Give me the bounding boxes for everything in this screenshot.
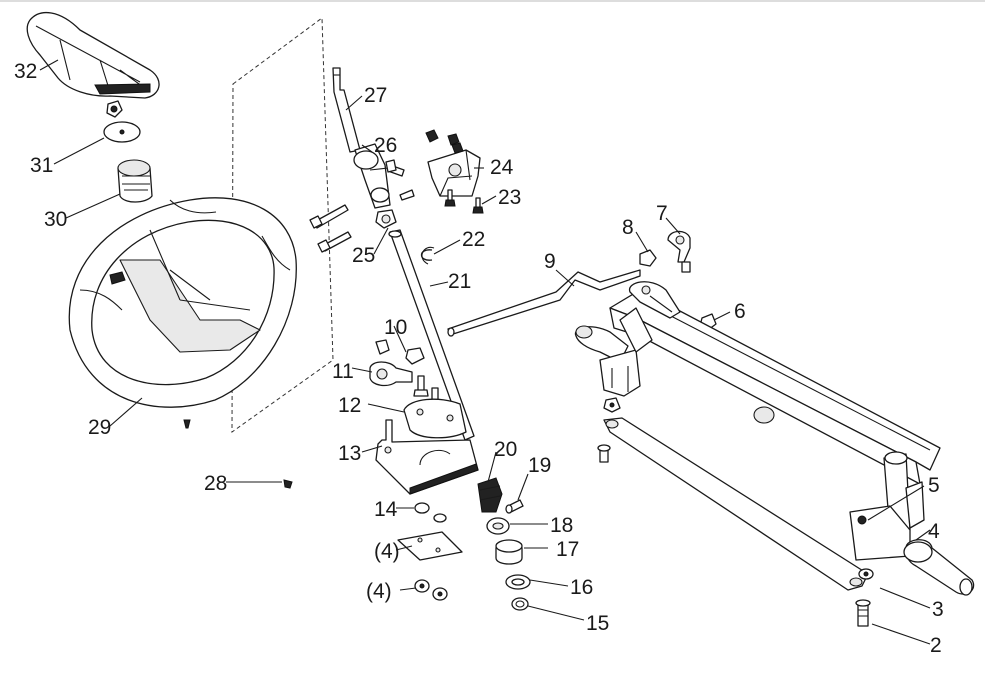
part-king-bolt [597,444,871,627]
part-hub-nut [103,100,141,143]
part-pinion-gear [477,477,503,513]
part-left-spindle [574,325,641,397]
label-6: 7 [656,202,668,225]
label-16: 16 [570,576,593,599]
part-roll-pin [505,499,524,514]
part-support-plate [403,398,467,439]
part-sector-gear [375,419,479,495]
label-7: 8 [622,216,634,239]
label-4: 5 [928,474,940,497]
part-tie-rod-nut [639,249,657,267]
part-column-nut [375,209,397,229]
label-25: 25 [352,244,375,267]
label-29: 29 [88,416,111,439]
part-screw [183,419,293,489]
part-tie-rod [603,397,869,591]
part-snap-ring [511,597,529,611]
part-steering-arm [619,281,681,353]
part-lock-nut [405,347,425,365]
label-17: 17 [556,538,579,561]
part-shim-plate [397,531,463,561]
part-steering-column [388,229,475,441]
label-11: 12 [338,394,361,417]
part-small-washers [414,502,447,523]
label-24: 24 [490,156,514,179]
part-washer [505,574,531,590]
label-2: 3 [932,598,944,621]
label-32: 32 [14,60,37,83]
part-drag-link [447,269,641,337]
label-31: 31 [30,154,53,177]
label-27: 27 [364,84,387,107]
label-4-paren: (4) [366,580,392,603]
label-28: 28 [204,472,227,495]
part-tie-rod-lock-nut [858,568,874,580]
top-border [0,0,985,2]
label-30: 30 [44,208,67,231]
part-bushing [486,517,510,535]
label-15: 15 [586,612,609,635]
label-14: (4) [374,540,400,563]
label-23: 23 [498,186,521,209]
label-12: 13 [338,442,361,465]
label-13: 14 [374,498,398,521]
part-steering-wheel [68,197,297,408]
label-19: 19 [528,454,551,477]
label-20: 20 [494,438,517,461]
label-18: 18 [550,514,573,537]
part-bolts [309,159,405,253]
label-3: 4 [928,520,940,543]
label-21: 21 [448,270,471,293]
part-bearing [495,539,523,565]
part-ball-joint [369,339,439,405]
part-universal-joint [353,143,391,209]
label-5: 6 [734,300,746,323]
label-8: 9 [544,250,556,273]
part-mounting-bracket [425,129,481,197]
part-bracket-bolts [399,189,484,214]
label-26: 26 [374,134,397,157]
part-hub-adapter [117,159,153,203]
label-9: 10 [384,316,407,339]
label-1: 2 [930,634,942,657]
label-10: 11 [332,360,354,383]
part-steering-cover [26,11,160,99]
leader-lines [39,59,931,645]
part-front-axle [609,289,941,485]
part-flange-nuts [414,579,448,601]
part-labels: 32 31 30 29 28 27 26 25 24 23 22 21 9 10… [14,60,944,657]
part-right-spindle [849,451,975,596]
label-22: 22 [462,228,485,251]
part-tie-rod-end [667,230,691,273]
part-retaining-clip [420,246,435,265]
